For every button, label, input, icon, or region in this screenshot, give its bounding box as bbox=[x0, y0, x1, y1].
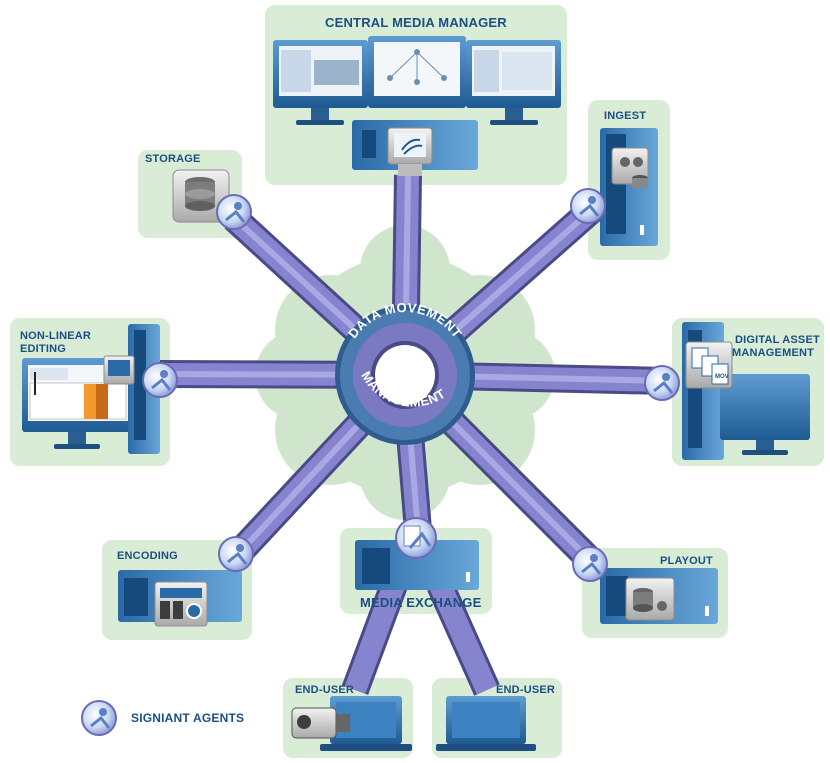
agent-icon bbox=[81, 700, 117, 736]
agent-icon bbox=[216, 194, 252, 230]
database-icon bbox=[625, 577, 675, 621]
end-user-2-label: END-USER bbox=[496, 684, 556, 696]
agent-icon bbox=[142, 362, 178, 398]
agent-icon bbox=[570, 188, 606, 224]
svg-text:MOV: MOV bbox=[715, 374, 729, 380]
laptop-icon bbox=[436, 696, 536, 751]
dam-label-line2: MANAGEMENT bbox=[732, 347, 815, 359]
encoding-device bbox=[118, 570, 242, 627]
playout-device bbox=[600, 568, 718, 624]
monitor-icon bbox=[466, 40, 561, 125]
monitor-icon bbox=[387, 127, 433, 176]
agent-icon bbox=[395, 517, 437, 559]
playout-label: PLAYOUT bbox=[660, 555, 713, 567]
central-media-manager-label: CENTRAL MEDIA MANAGER bbox=[325, 15, 507, 30]
agent-icon bbox=[644, 365, 680, 401]
monitor-icon bbox=[103, 355, 135, 385]
monitor-icon bbox=[368, 36, 466, 108]
agent-icon bbox=[218, 536, 254, 572]
server-tower-icon bbox=[600, 128, 658, 246]
ingest-label: INGEST bbox=[604, 110, 647, 122]
database-icon bbox=[611, 147, 649, 188]
camera-icon bbox=[291, 707, 350, 739]
monitor-icon bbox=[720, 374, 810, 455]
nle-label-line2: EDITING bbox=[20, 343, 67, 355]
end-user-2-device bbox=[436, 696, 536, 751]
agents bbox=[81, 188, 680, 736]
end-user-1-device bbox=[291, 696, 412, 751]
encoding-label: ENCODING bbox=[117, 550, 178, 562]
dam-device: MOV bbox=[682, 322, 810, 460]
file-icon: MOV bbox=[685, 341, 733, 389]
storage-label: STORAGE bbox=[145, 153, 201, 165]
monitor-icon bbox=[273, 40, 368, 125]
server-tower-icon bbox=[355, 540, 479, 590]
nle-label-line1: NON-LINEAR bbox=[20, 330, 92, 342]
agent-icon bbox=[572, 546, 608, 582]
central-monitors bbox=[273, 36, 561, 176]
hub-ring bbox=[335, 305, 475, 445]
media-exchange-label: MEDIA EXCHANGE bbox=[360, 595, 482, 610]
dam-label-line1: DIGITAL ASSET bbox=[735, 334, 820, 346]
monitor-icon bbox=[154, 581, 208, 627]
server-tower-icon bbox=[128, 324, 160, 454]
media-exchange-device bbox=[355, 540, 479, 590]
legend-label: SIGNIANT AGENTS bbox=[131, 711, 245, 725]
ingest-device bbox=[600, 128, 658, 246]
end-user-1-label: END-USER bbox=[295, 684, 355, 696]
nle-device bbox=[22, 324, 160, 454]
